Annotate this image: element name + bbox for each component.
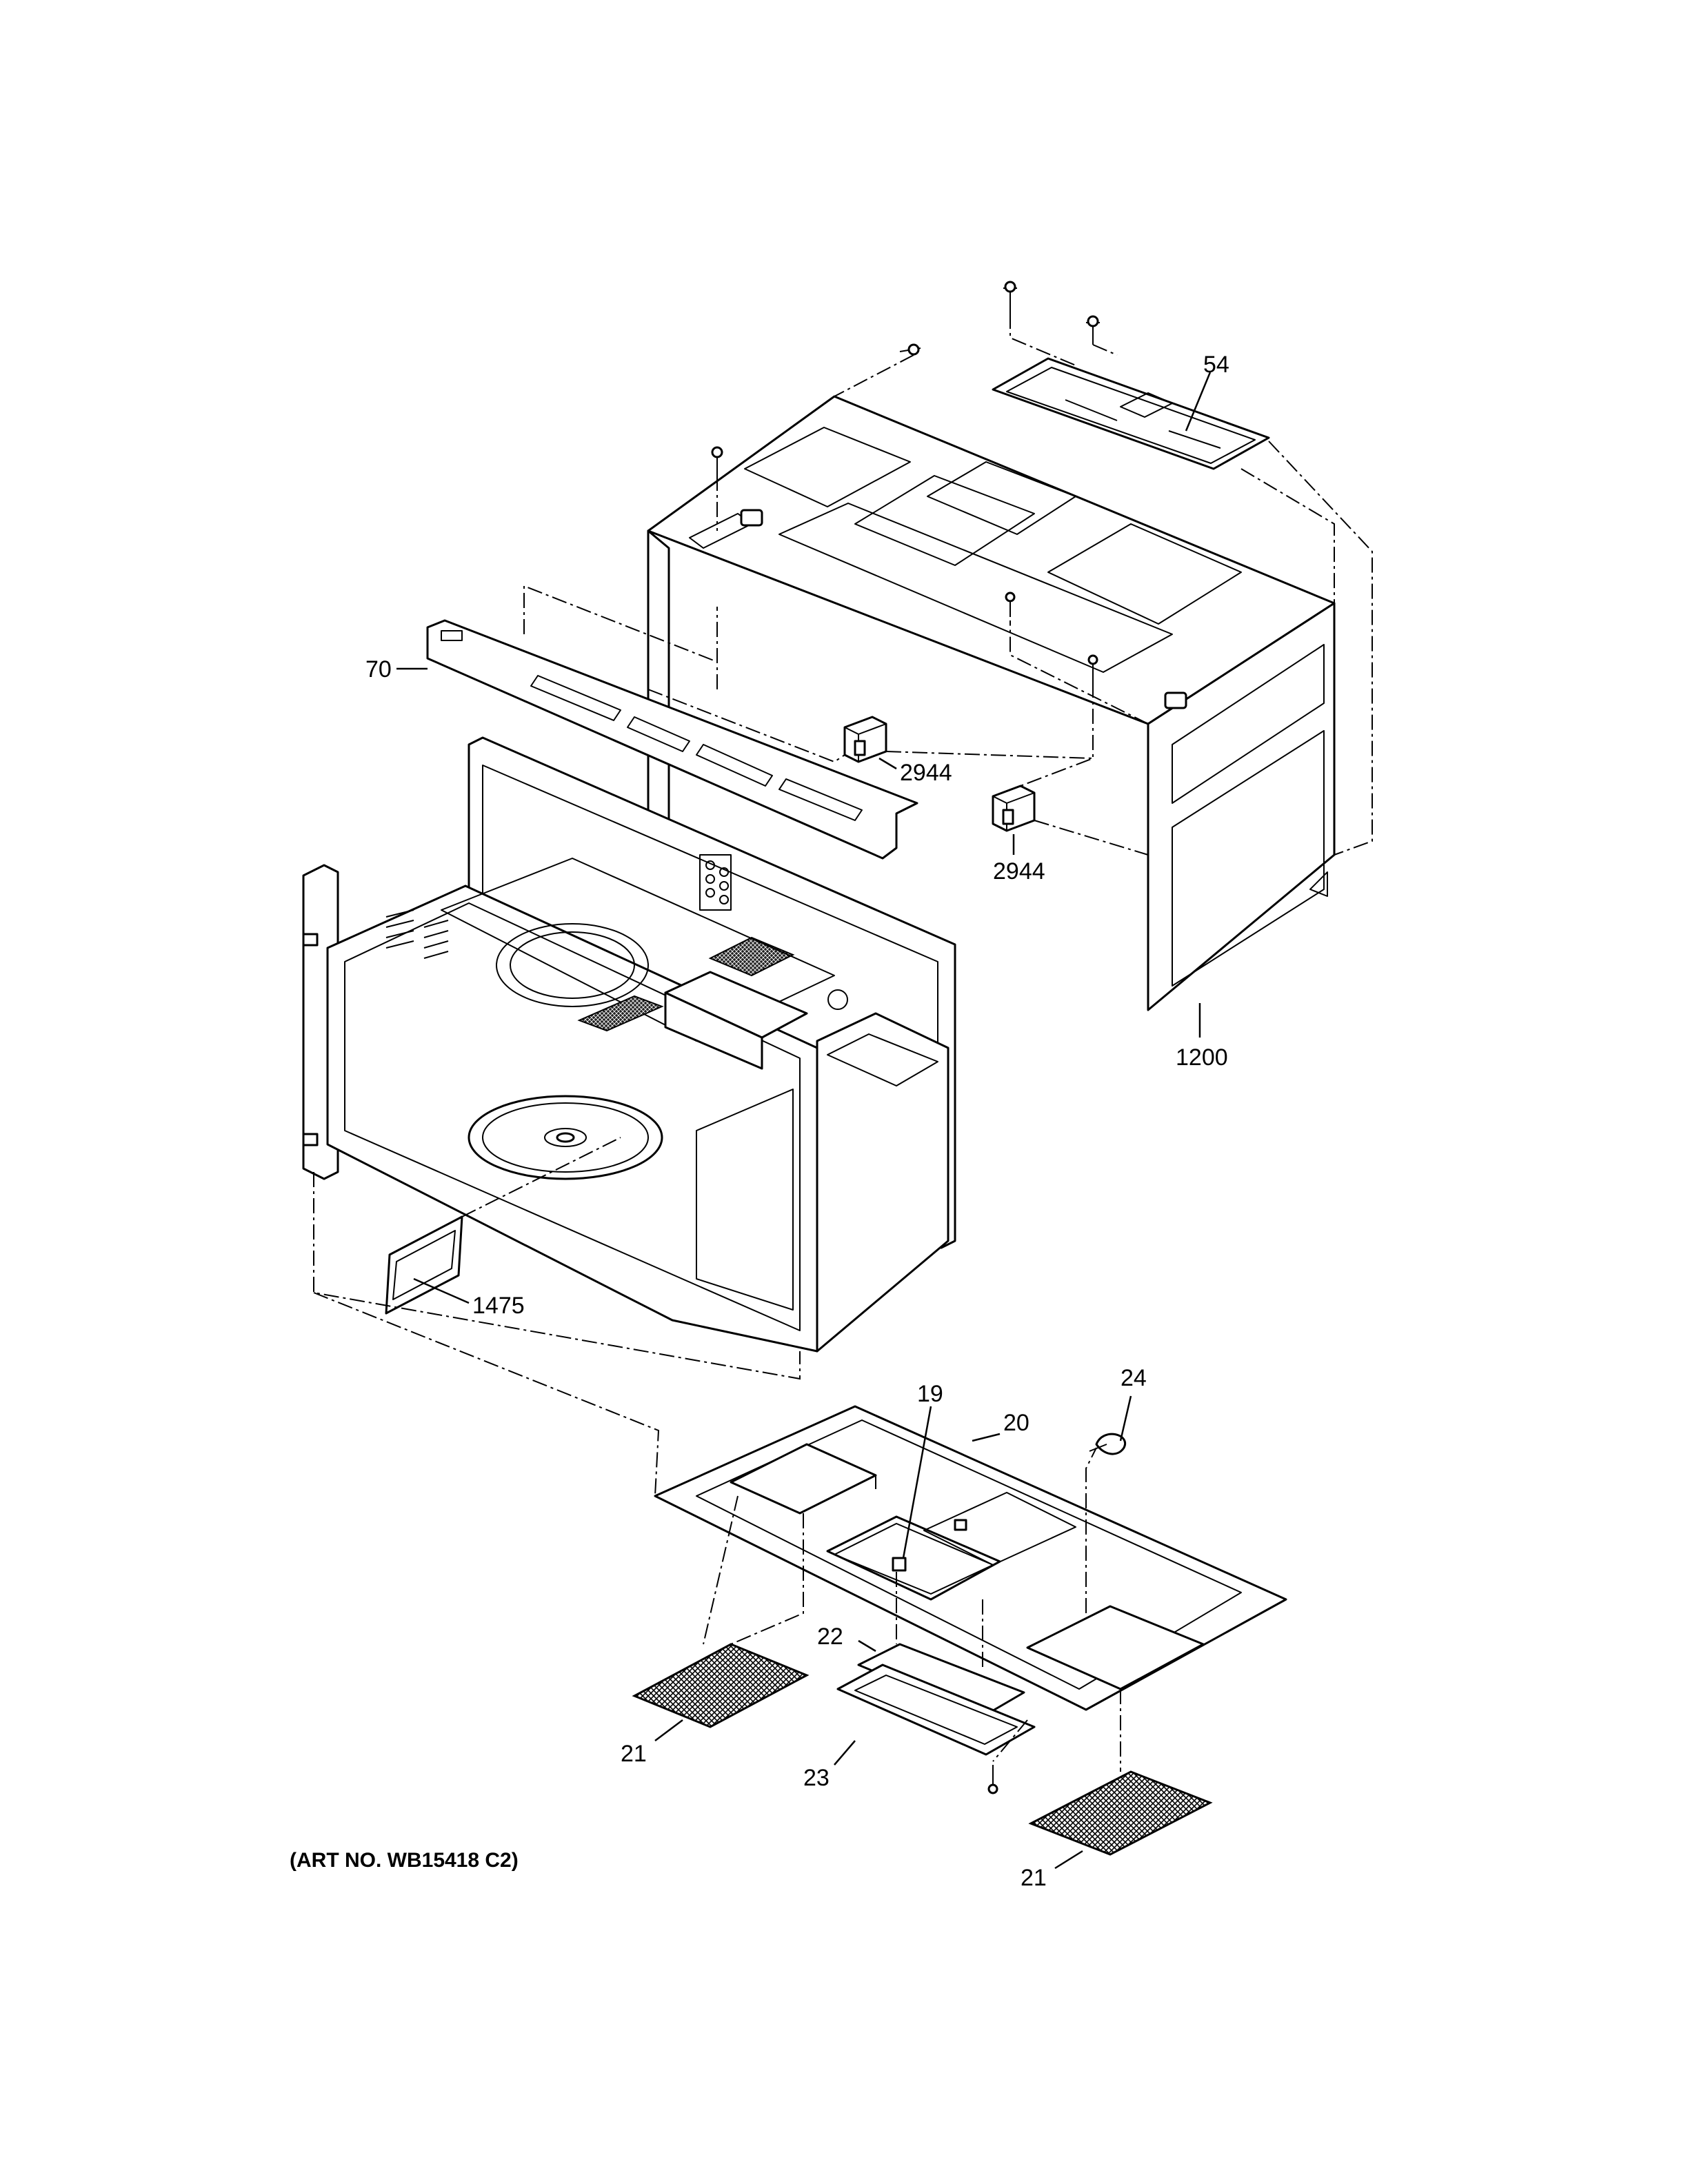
callout-21-left: 21 <box>621 1741 647 1767</box>
callout-23: 23 <box>803 1765 830 1791</box>
outer-case <box>647 395 1336 1011</box>
callout-1475: 1475 <box>472 1293 525 1319</box>
callout-21-right: 21 <box>1021 1865 1047 1891</box>
art-number-label: (ART NO. WB15418 C2) <box>290 1849 519 1872</box>
control-panel-frame <box>426 619 918 860</box>
leader-lines <box>396 372 1212 1870</box>
top-plate <box>992 357 1270 470</box>
callout-24: 24 <box>1121 1365 1147 1391</box>
callout-54: 54 <box>1203 352 1229 378</box>
grease-filter-right <box>1028 1770 1213 1856</box>
callout-20: 20 <box>1003 1410 1029 1436</box>
wire-harness-connector <box>1089 1433 1127 1455</box>
callout-19: 19 <box>917 1381 943 1407</box>
light-cover <box>836 1664 1036 1794</box>
base-plate <box>654 1405 1287 1711</box>
callout-1200: 1200 <box>1176 1044 1228 1071</box>
waveguide-cover <box>385 1215 463 1315</box>
callout-22: 22 <box>817 1624 843 1650</box>
case-screws <box>711 281 1100 682</box>
door-switch-upper <box>843 716 887 763</box>
door-switch-lower <box>992 785 1036 832</box>
oven-cavity <box>302 736 956 1353</box>
grease-filter-left <box>632 1643 810 1728</box>
callout-2944-lower: 2944 <box>993 858 1045 884</box>
callout-70: 70 <box>365 656 392 682</box>
callout-labels: 54 70 2944 2944 1200 1475 19 20 24 22 21… <box>365 352 1229 1891</box>
alignment-lines <box>313 314 1373 1772</box>
callout-2944-upper: 2944 <box>900 760 952 786</box>
